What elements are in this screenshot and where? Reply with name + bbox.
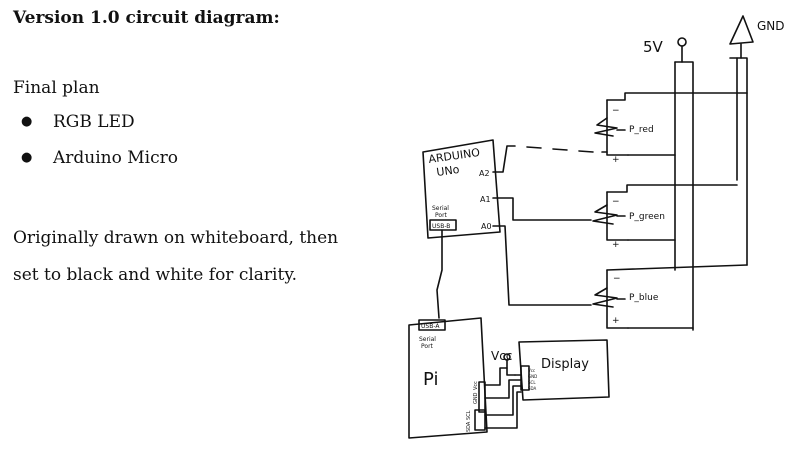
- pin-a0-label: A0: [481, 222, 492, 231]
- pi-gnd-pin: GND: [473, 392, 479, 404]
- circuit-diagram: 5V GND ARDUINO UNo A2 A1 A0 Serial Port …: [408, 15, 785, 439]
- note-text: Originally drawn on whiteboard, then set…: [13, 228, 339, 285]
- pot-blue-minus: −: [613, 274, 621, 284]
- signal-wires: [492, 145, 608, 306]
- pot-red-label: P_red: [629, 125, 654, 135]
- gnd-terminal: GND: [729, 15, 785, 59]
- label-gnd: GND: [757, 19, 785, 33]
- pot-red-plus: +: [612, 155, 620, 165]
- display-gnd-pin: GND: [528, 374, 537, 379]
- vcc-node: Vcc: [484, 349, 516, 386]
- label-5v: 5V: [643, 38, 664, 56]
- arduino-uno-board: ARDUINO UNo A2 A1 A0 Serial Port USB-B: [422, 139, 501, 239]
- display-module: Display Vcc GND SCL SDA: [518, 339, 610, 401]
- plan-title: Final plan: [13, 78, 100, 98]
- pi-serial-label-2: Port: [421, 343, 434, 350]
- usb-cable: [436, 229, 443, 319]
- i2c-wires: [484, 374, 522, 429]
- display-sda-pin: SDA: [528, 386, 537, 391]
- plan-item-rgb-led: RGB LED: [13, 110, 393, 134]
- pot-blue-plus: +: [612, 316, 620, 326]
- pot-green-label: P_green: [629, 212, 665, 222]
- usb-b-label: USB-B: [432, 223, 450, 230]
- raspberry-pi-board: USB-A Serial Port Pi Vcc GND SCL SDA: [408, 317, 488, 439]
- plan-list: RGB LED Arduino Micro: [13, 110, 393, 170]
- pot-blue-label: P_blue: [629, 293, 659, 303]
- pot-green-plus: +: [612, 240, 620, 250]
- pi-vcc-pin: Vcc: [473, 381, 479, 390]
- pi-sda-pin: SDA: [466, 421, 472, 432]
- serial-port-label-2: Port: [435, 212, 448, 219]
- 5v-terminal: 5V: [643, 37, 687, 63]
- pot-red-minus: −: [612, 106, 620, 116]
- pi-label: Pi: [423, 369, 438, 390]
- pot-green-minus: −: [612, 197, 620, 207]
- page-title: Version 1.0 circuit diagram:: [13, 8, 280, 28]
- plan-item-arduino-micro: Arduino Micro: [13, 146, 393, 170]
- pi-serial-label: Serial: [419, 336, 436, 343]
- arduino-model-label: UNo: [436, 163, 461, 179]
- pi-scl-pin: SCL: [466, 410, 472, 420]
- pot-green: − + P_green: [592, 184, 738, 250]
- usb-a-label: USB-A: [421, 323, 440, 330]
- display-vcc-pin: Vcc: [528, 368, 535, 373]
- power-rails: [674, 57, 748, 331]
- pin-a1-label: A1: [480, 195, 491, 204]
- pin-a2-label: A2: [479, 169, 490, 178]
- display-label: Display: [541, 357, 589, 372]
- pot-red: − + P_red: [594, 92, 748, 165]
- display-scl-pin: SCL: [528, 380, 536, 385]
- serial-port-label: Serial: [432, 205, 449, 212]
- pot-blue: − + P_blue: [592, 264, 748, 329]
- text-column: Version 1.0 circuit diagram: Final plan …: [13, 6, 393, 294]
